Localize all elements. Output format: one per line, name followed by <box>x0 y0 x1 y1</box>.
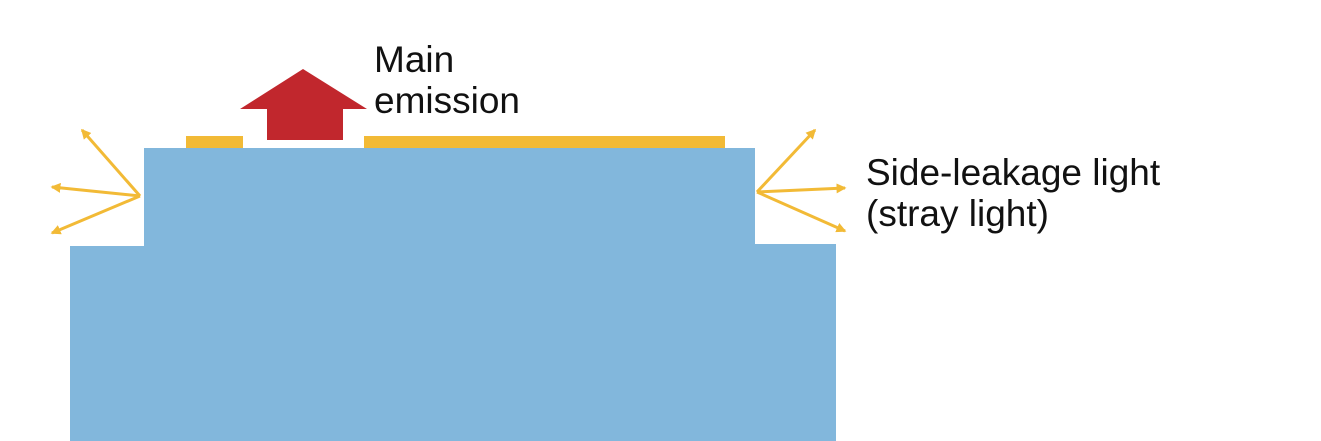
right-stray-light-arrows <box>755 128 847 233</box>
electrode-right <box>364 136 725 148</box>
stray-arrow-left-up <box>80 128 142 197</box>
stray-arrow-left-mid <box>50 182 141 198</box>
substrate-block <box>70 148 836 441</box>
stray-arrow-left-down <box>50 194 141 235</box>
main-emission-label: Main emission <box>374 39 520 121</box>
stray-arrow-right-mid <box>756 183 847 194</box>
stray-arrow-right-down <box>756 190 847 233</box>
left-stray-light-arrows <box>50 128 142 235</box>
main-emission-arrow-icon <box>240 69 367 140</box>
stray-arrow-right-up <box>755 128 817 194</box>
main-emission-label-line-1: Main <box>374 39 455 80</box>
electrode-left <box>186 136 243 148</box>
side-leakage-label-line-1: Side-leakage light <box>866 152 1161 193</box>
side-leakage-label: Side-leakage light (stray light) <box>866 152 1160 234</box>
side-leakage-label-line-2: (stray light) <box>866 193 1049 234</box>
main-emission-label-line-2: emission <box>374 80 520 121</box>
